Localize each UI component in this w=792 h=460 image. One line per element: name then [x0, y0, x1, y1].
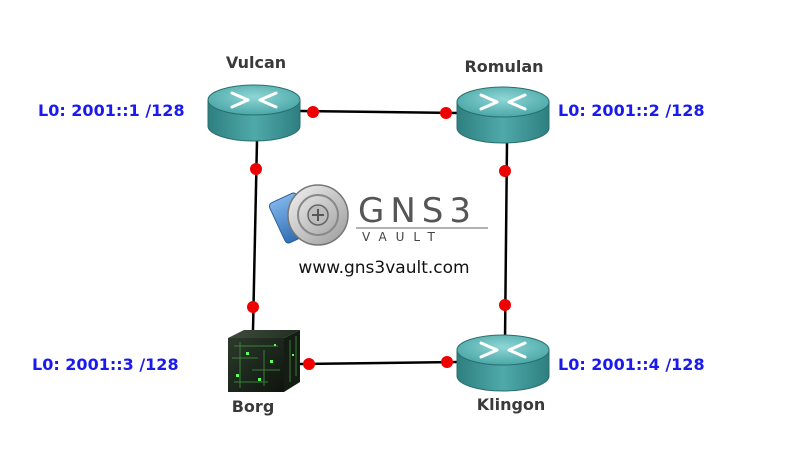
port-dot[interactable] — [441, 356, 453, 368]
router-klingon[interactable] — [456, 334, 550, 392]
node-name-borg: Borg — [232, 397, 275, 416]
vault-disk-icon — [268, 184, 349, 246]
cube-lights — [236, 344, 294, 381]
loopback-label-vulcan: L0: 2001::1 /128 — [38, 101, 185, 120]
router-romulan[interactable] — [456, 86, 550, 144]
logo-title: GNS3 — [358, 191, 477, 231]
borg-cube-icon[interactable] — [228, 330, 300, 392]
cube-front — [228, 338, 284, 392]
router-arrows-icon — [230, 91, 278, 109]
port-dot[interactable] — [440, 107, 452, 119]
port-dot[interactable] — [250, 163, 262, 175]
loopback-label-romulan: L0: 2001::2 /128 — [558, 101, 705, 120]
link-vulcan-romulan[interactable] — [299, 109, 459, 115]
cube-top — [228, 330, 300, 338]
router-top — [207, 84, 301, 116]
router-arrows-icon — [479, 93, 527, 111]
cube-circuitry — [232, 336, 297, 388]
loopback-label-klingon: L0: 2001::4 /128 — [558, 355, 705, 374]
port-dot[interactable] — [499, 165, 511, 177]
loopback-label-borg: L0: 2001::3 /128 — [32, 355, 179, 374]
node-name-vulcan: Vulcan — [226, 53, 286, 72]
port-dots — [247, 106, 511, 370]
port-dot[interactable] — [499, 299, 511, 311]
router-vulcan[interactable] — [207, 84, 301, 142]
router-arrows-icon — [479, 341, 527, 359]
router-top — [456, 334, 550, 366]
logo-url: www.gns3vault.com — [298, 258, 469, 278]
cube-side — [284, 330, 300, 392]
router-top — [456, 86, 550, 118]
logo-subtitle: VAULT — [362, 230, 444, 244]
port-dot[interactable] — [307, 106, 319, 118]
link-klingon-borg[interactable] — [299, 360, 459, 366]
port-dot[interactable] — [247, 301, 259, 313]
gns3-vault-logo: GNS3 VAULT www.gns3vault.com — [268, 184, 488, 278]
node-name-klingon: Klingon — [477, 395, 546, 414]
port-dot[interactable] — [303, 358, 315, 370]
node-name-romulan: Romulan — [464, 57, 543, 76]
